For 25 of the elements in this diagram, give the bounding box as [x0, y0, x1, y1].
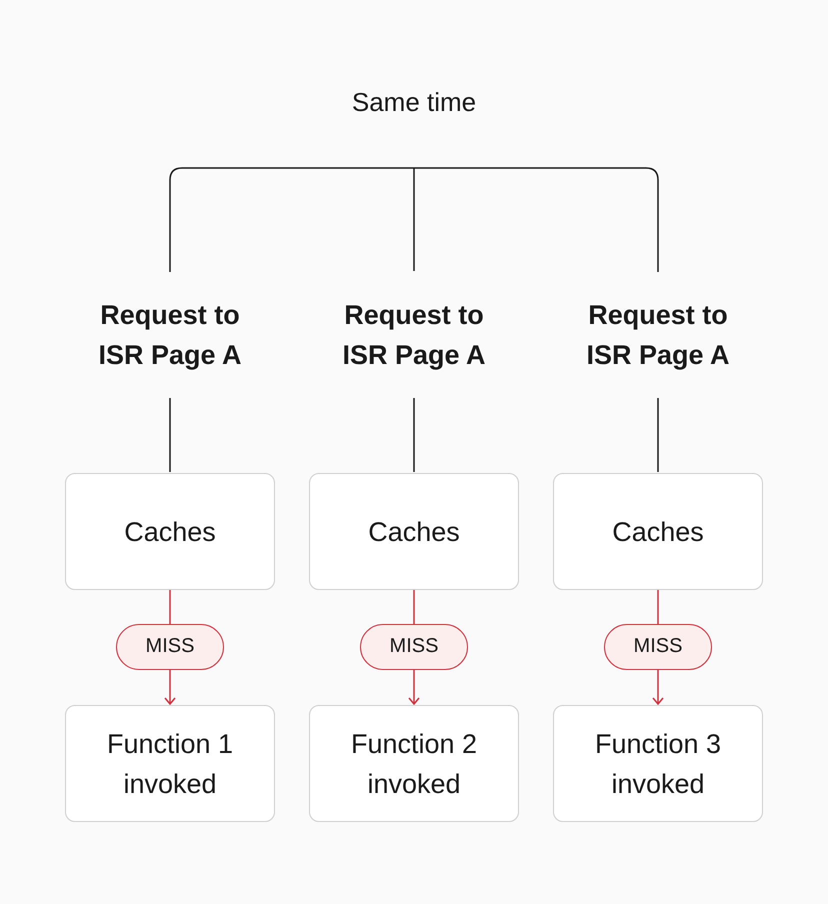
process-box	[309, 705, 519, 822]
process-box	[553, 473, 763, 590]
connector-line	[413, 398, 415, 472]
connector-line	[169, 167, 414, 272]
connector-line	[413, 168, 415, 271]
request-label: Request to ISR Page A	[341, 299, 487, 372]
box-text: Caches	[124, 516, 216, 548]
process-box	[309, 473, 519, 590]
edge-label: MISS	[604, 624, 712, 670]
connector-line	[169, 398, 171, 472]
edge-label: MISS	[116, 624, 224, 670]
box-text: Caches	[612, 516, 704, 548]
process-box	[65, 473, 275, 590]
request-label: Request to ISR Page A	[585, 299, 731, 372]
process-box	[65, 705, 275, 822]
box-text: Function 2 invoked	[350, 728, 478, 800]
box-text: Function 1 invoked	[106, 728, 234, 800]
connector-line	[657, 398, 659, 472]
connector-line	[414, 167, 659, 272]
box-text: Caches	[368, 516, 460, 548]
request-label: Request to ISR Page A	[97, 299, 243, 372]
heading-text: Same time	[352, 86, 476, 119]
edge-label: MISS	[360, 624, 468, 670]
process-box	[553, 705, 763, 822]
box-text: Function 3 invoked	[594, 728, 722, 800]
